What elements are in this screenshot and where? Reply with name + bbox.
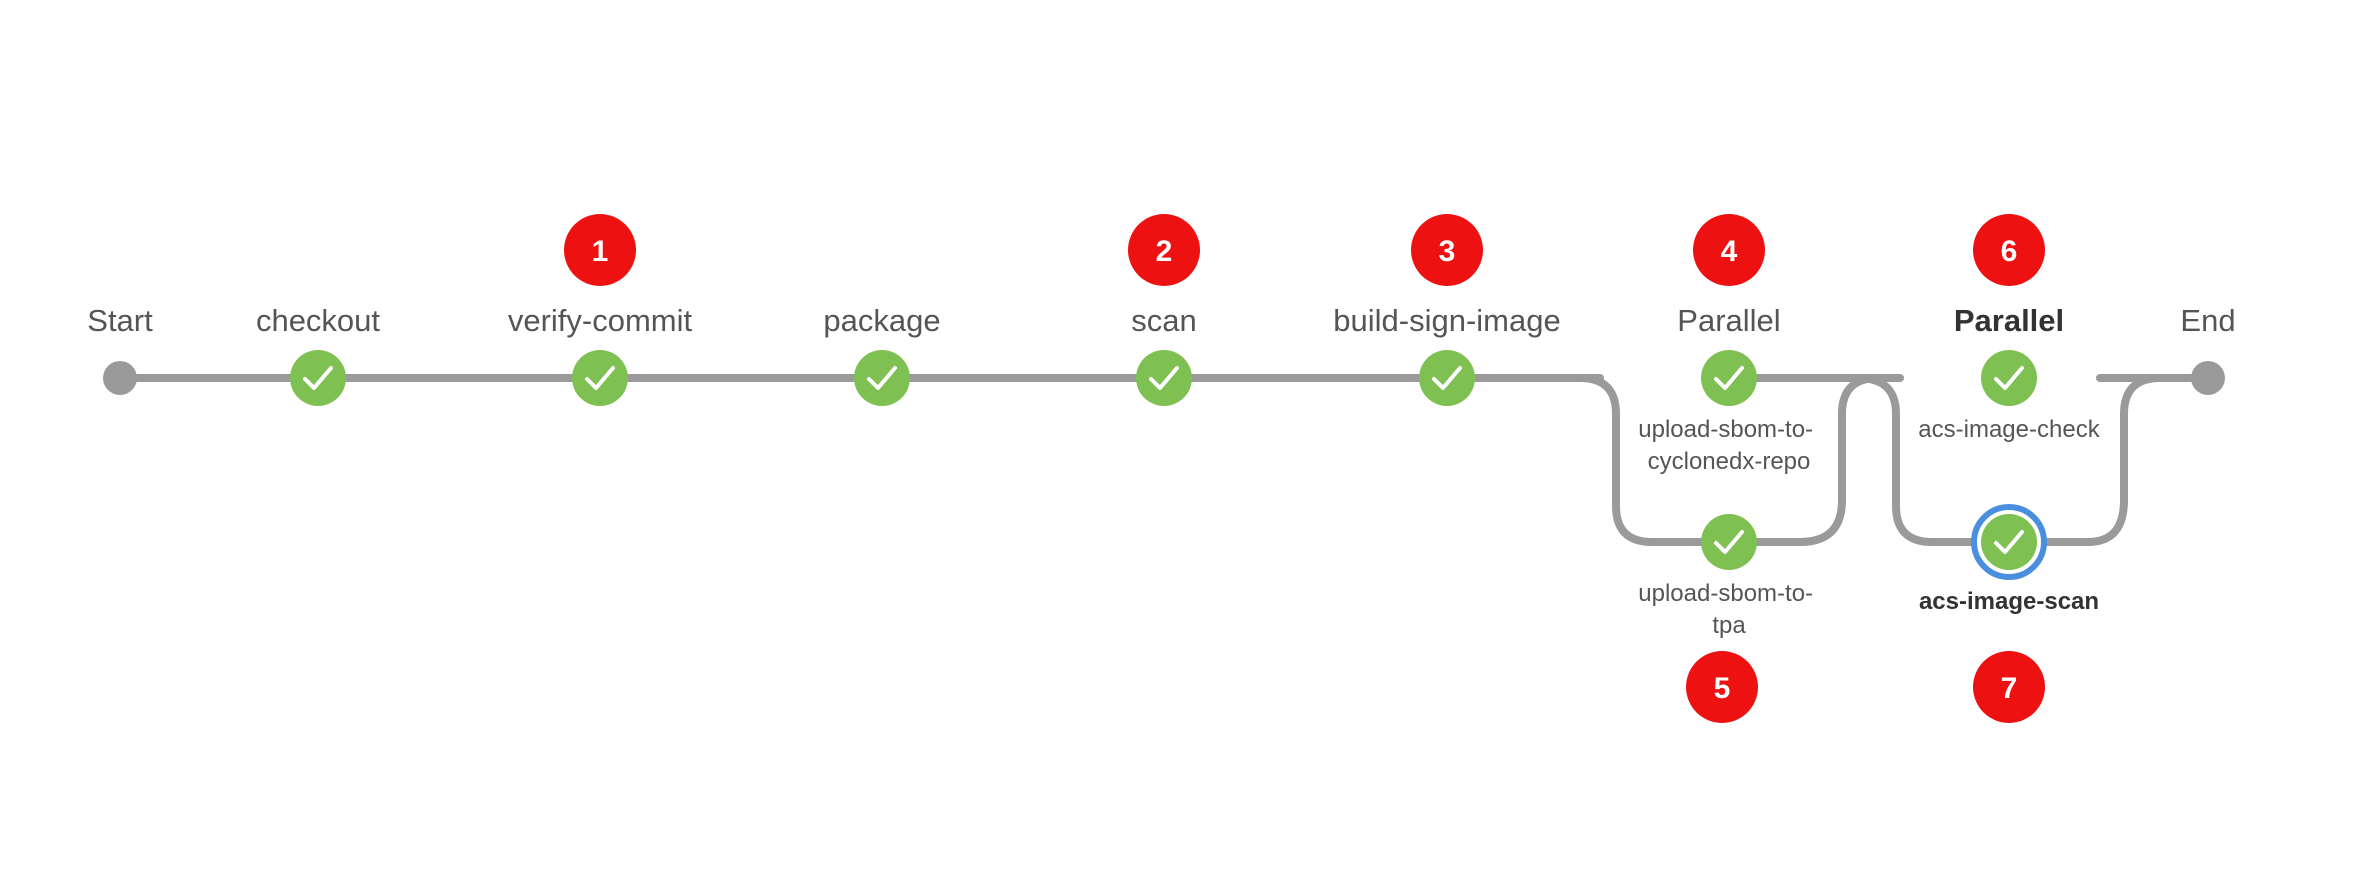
success-status-icon xyxy=(1981,514,2037,570)
success-status-icon xyxy=(1701,350,1757,406)
branch-label-line-1: upload-sbom-to- xyxy=(1638,416,1813,443)
success-status-icon xyxy=(1981,350,2037,406)
branch-acs-image-scan[interactable] xyxy=(1971,504,2047,580)
step-badge-1: 1 xyxy=(564,214,636,286)
branch-label-line-2: cyclonedx-repo xyxy=(1648,448,1811,475)
branch-label-acs-image-check: acs-image-check xyxy=(1918,416,2100,443)
step-badge-4: 4 xyxy=(1693,214,1765,286)
checkmark-icon xyxy=(1432,366,1462,390)
badge-circle xyxy=(1411,214,1483,286)
start-label: Start xyxy=(87,303,153,338)
stage-label-verify-commit: verify-commit xyxy=(508,303,693,338)
step-badge-3: 3 xyxy=(1411,214,1483,286)
stage-label-scan: scan xyxy=(1131,303,1196,338)
success-status-icon xyxy=(1419,350,1475,406)
branch-upload-sbom-to-cyclonedx-repo[interactable] xyxy=(1701,350,1757,406)
checkmark-icon xyxy=(585,366,615,390)
success-status-icon xyxy=(1136,350,1192,406)
stage-verify-commit[interactable] xyxy=(572,350,628,406)
parallel-group-label-2: Parallel xyxy=(1954,303,2064,338)
success-status-icon xyxy=(854,350,910,406)
badge-circle xyxy=(1973,214,2045,286)
badge-number: 1 xyxy=(592,235,609,268)
stage-label-checkout: checkout xyxy=(256,303,380,338)
stage-label-package: package xyxy=(823,303,940,338)
checkmark-icon xyxy=(1714,530,1744,554)
step-badge-2: 2 xyxy=(1128,214,1200,286)
branch-label-acs-image-scan: acs-image-scan xyxy=(1919,588,2099,615)
checkmark-icon xyxy=(1994,366,2024,390)
branch-acs-image-check[interactable] xyxy=(1981,350,2037,406)
branch-label-line-1: upload-sbom-to- xyxy=(1638,580,1813,607)
badge-number: 2 xyxy=(1156,235,1173,268)
stage-scan[interactable] xyxy=(1136,350,1192,406)
checkmark-icon xyxy=(303,366,333,390)
badge-number: 5 xyxy=(1714,672,1731,705)
badge-number: 3 xyxy=(1439,235,1456,268)
stage-package[interactable] xyxy=(854,350,910,406)
step-badge-6: 6 xyxy=(1973,214,2045,286)
parallel-group-label-1: Parallel xyxy=(1677,303,1780,338)
stage-build-sign-image[interactable] xyxy=(1419,350,1475,406)
badge-circle xyxy=(1686,651,1758,723)
badge-circle xyxy=(1128,214,1200,286)
branch-label-line-2: tpa xyxy=(1712,612,1746,639)
badge-number: 4 xyxy=(1721,235,1738,268)
badge-circle xyxy=(1973,651,2045,723)
success-status-icon xyxy=(572,350,628,406)
branch-upload-sbom-to-tpa[interactable] xyxy=(1701,514,1757,570)
branch-label-upload-sbom-to-cyclonedx-repo: upload-sbom-to- cyclonedx-repo xyxy=(1638,416,1819,475)
end-label: End xyxy=(2180,303,2235,338)
checkmark-icon xyxy=(1994,530,2024,554)
step-badge-5: 5 xyxy=(1686,651,1758,723)
checkmark-icon xyxy=(867,366,897,390)
start-node xyxy=(103,361,137,395)
stage-checkout[interactable] xyxy=(290,350,346,406)
checkmark-icon xyxy=(1149,366,1179,390)
success-status-icon xyxy=(290,350,346,406)
badge-number: 7 xyxy=(2001,672,2018,705)
step-badge-7: 7 xyxy=(1973,651,2045,723)
badge-number: 6 xyxy=(2001,235,2018,268)
checkmark-icon xyxy=(1714,366,1744,390)
branch-label-upload-sbom-to-tpa: upload-sbom-to- tpa xyxy=(1638,580,1819,639)
end-node xyxy=(2191,361,2225,395)
badge-circle xyxy=(1693,214,1765,286)
badge-circle xyxy=(564,214,636,286)
stage-label-build-sign-image: build-sign-image xyxy=(1333,303,1560,338)
success-status-icon xyxy=(1701,514,1757,570)
